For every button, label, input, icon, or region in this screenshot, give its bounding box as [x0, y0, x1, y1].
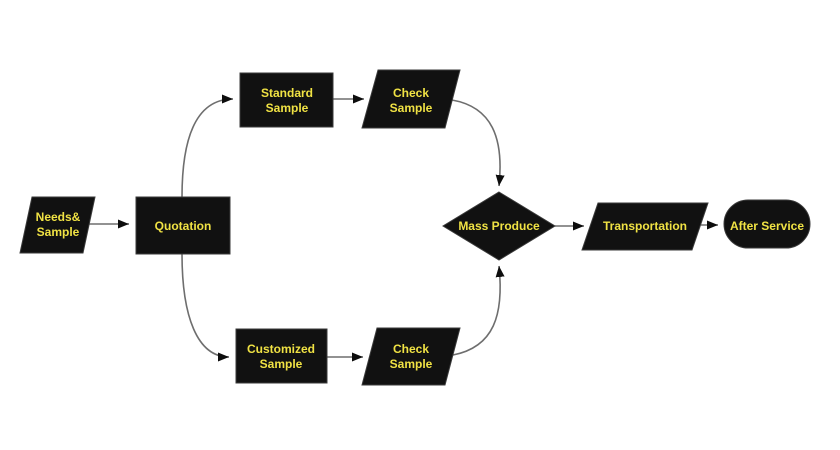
- edge-quotation-to-customized-sample: [181, 253, 230, 362]
- transportation-shape: [581, 202, 709, 251]
- customized-sample-label-line2: Sample: [260, 357, 303, 371]
- node-needs-sample: Needs& Sample: [19, 196, 96, 254]
- node-transportation: Transportation: [581, 202, 709, 251]
- transportation-label: Transportation: [603, 219, 687, 233]
- check-sample-bottom-shape: [361, 327, 461, 386]
- edge-check-sample-top-to-mass-produce: [451, 99, 505, 187]
- node-after-service: After Service: [723, 199, 811, 249]
- needs-sample-label-line1: Needs&: [36, 210, 81, 224]
- standard-sample-shape: [239, 72, 334, 128]
- check-sample-top-shape: [361, 69, 461, 129]
- quotation-shape: [135, 196, 231, 255]
- check-sample-top-label-line2: Sample: [390, 101, 433, 115]
- node-customized-sample: Customized Sample: [235, 328, 328, 384]
- node-standard-sample: Standard Sample: [239, 72, 334, 128]
- customized-sample-label-line1: Customized: [247, 342, 315, 356]
- check-sample-bottom-label-line1: Check: [393, 342, 429, 356]
- standard-sample-label-line1: Standard: [261, 86, 313, 100]
- edges: [89, 94, 718, 362]
- mass-produce-label: Mass Produce: [458, 219, 540, 233]
- node-check-sample-bottom: Check Sample: [361, 327, 461, 386]
- quotation-label: Quotation: [155, 219, 212, 233]
- customized-sample-shape: [235, 328, 328, 384]
- standard-sample-label-line2: Sample: [266, 101, 309, 115]
- needs-sample-shape: [19, 196, 96, 254]
- mass-produce-shape: [442, 191, 556, 261]
- node-quotation: Quotation: [135, 196, 231, 255]
- check-sample-top-label-line1: Check: [393, 86, 429, 100]
- after-service-shape: [723, 199, 811, 249]
- edge-quotation-to-standard-sample: [181, 94, 234, 198]
- check-sample-bottom-label-line2: Sample: [390, 357, 433, 371]
- edge-check-sample-bottom-to-mass-produce: [452, 265, 505, 356]
- needs-sample-label-line2: Sample: [37, 225, 80, 239]
- node-check-sample-top: Check Sample: [361, 69, 461, 129]
- after-service-label: After Service: [730, 219, 804, 233]
- node-mass-produce: Mass Produce: [442, 191, 556, 261]
